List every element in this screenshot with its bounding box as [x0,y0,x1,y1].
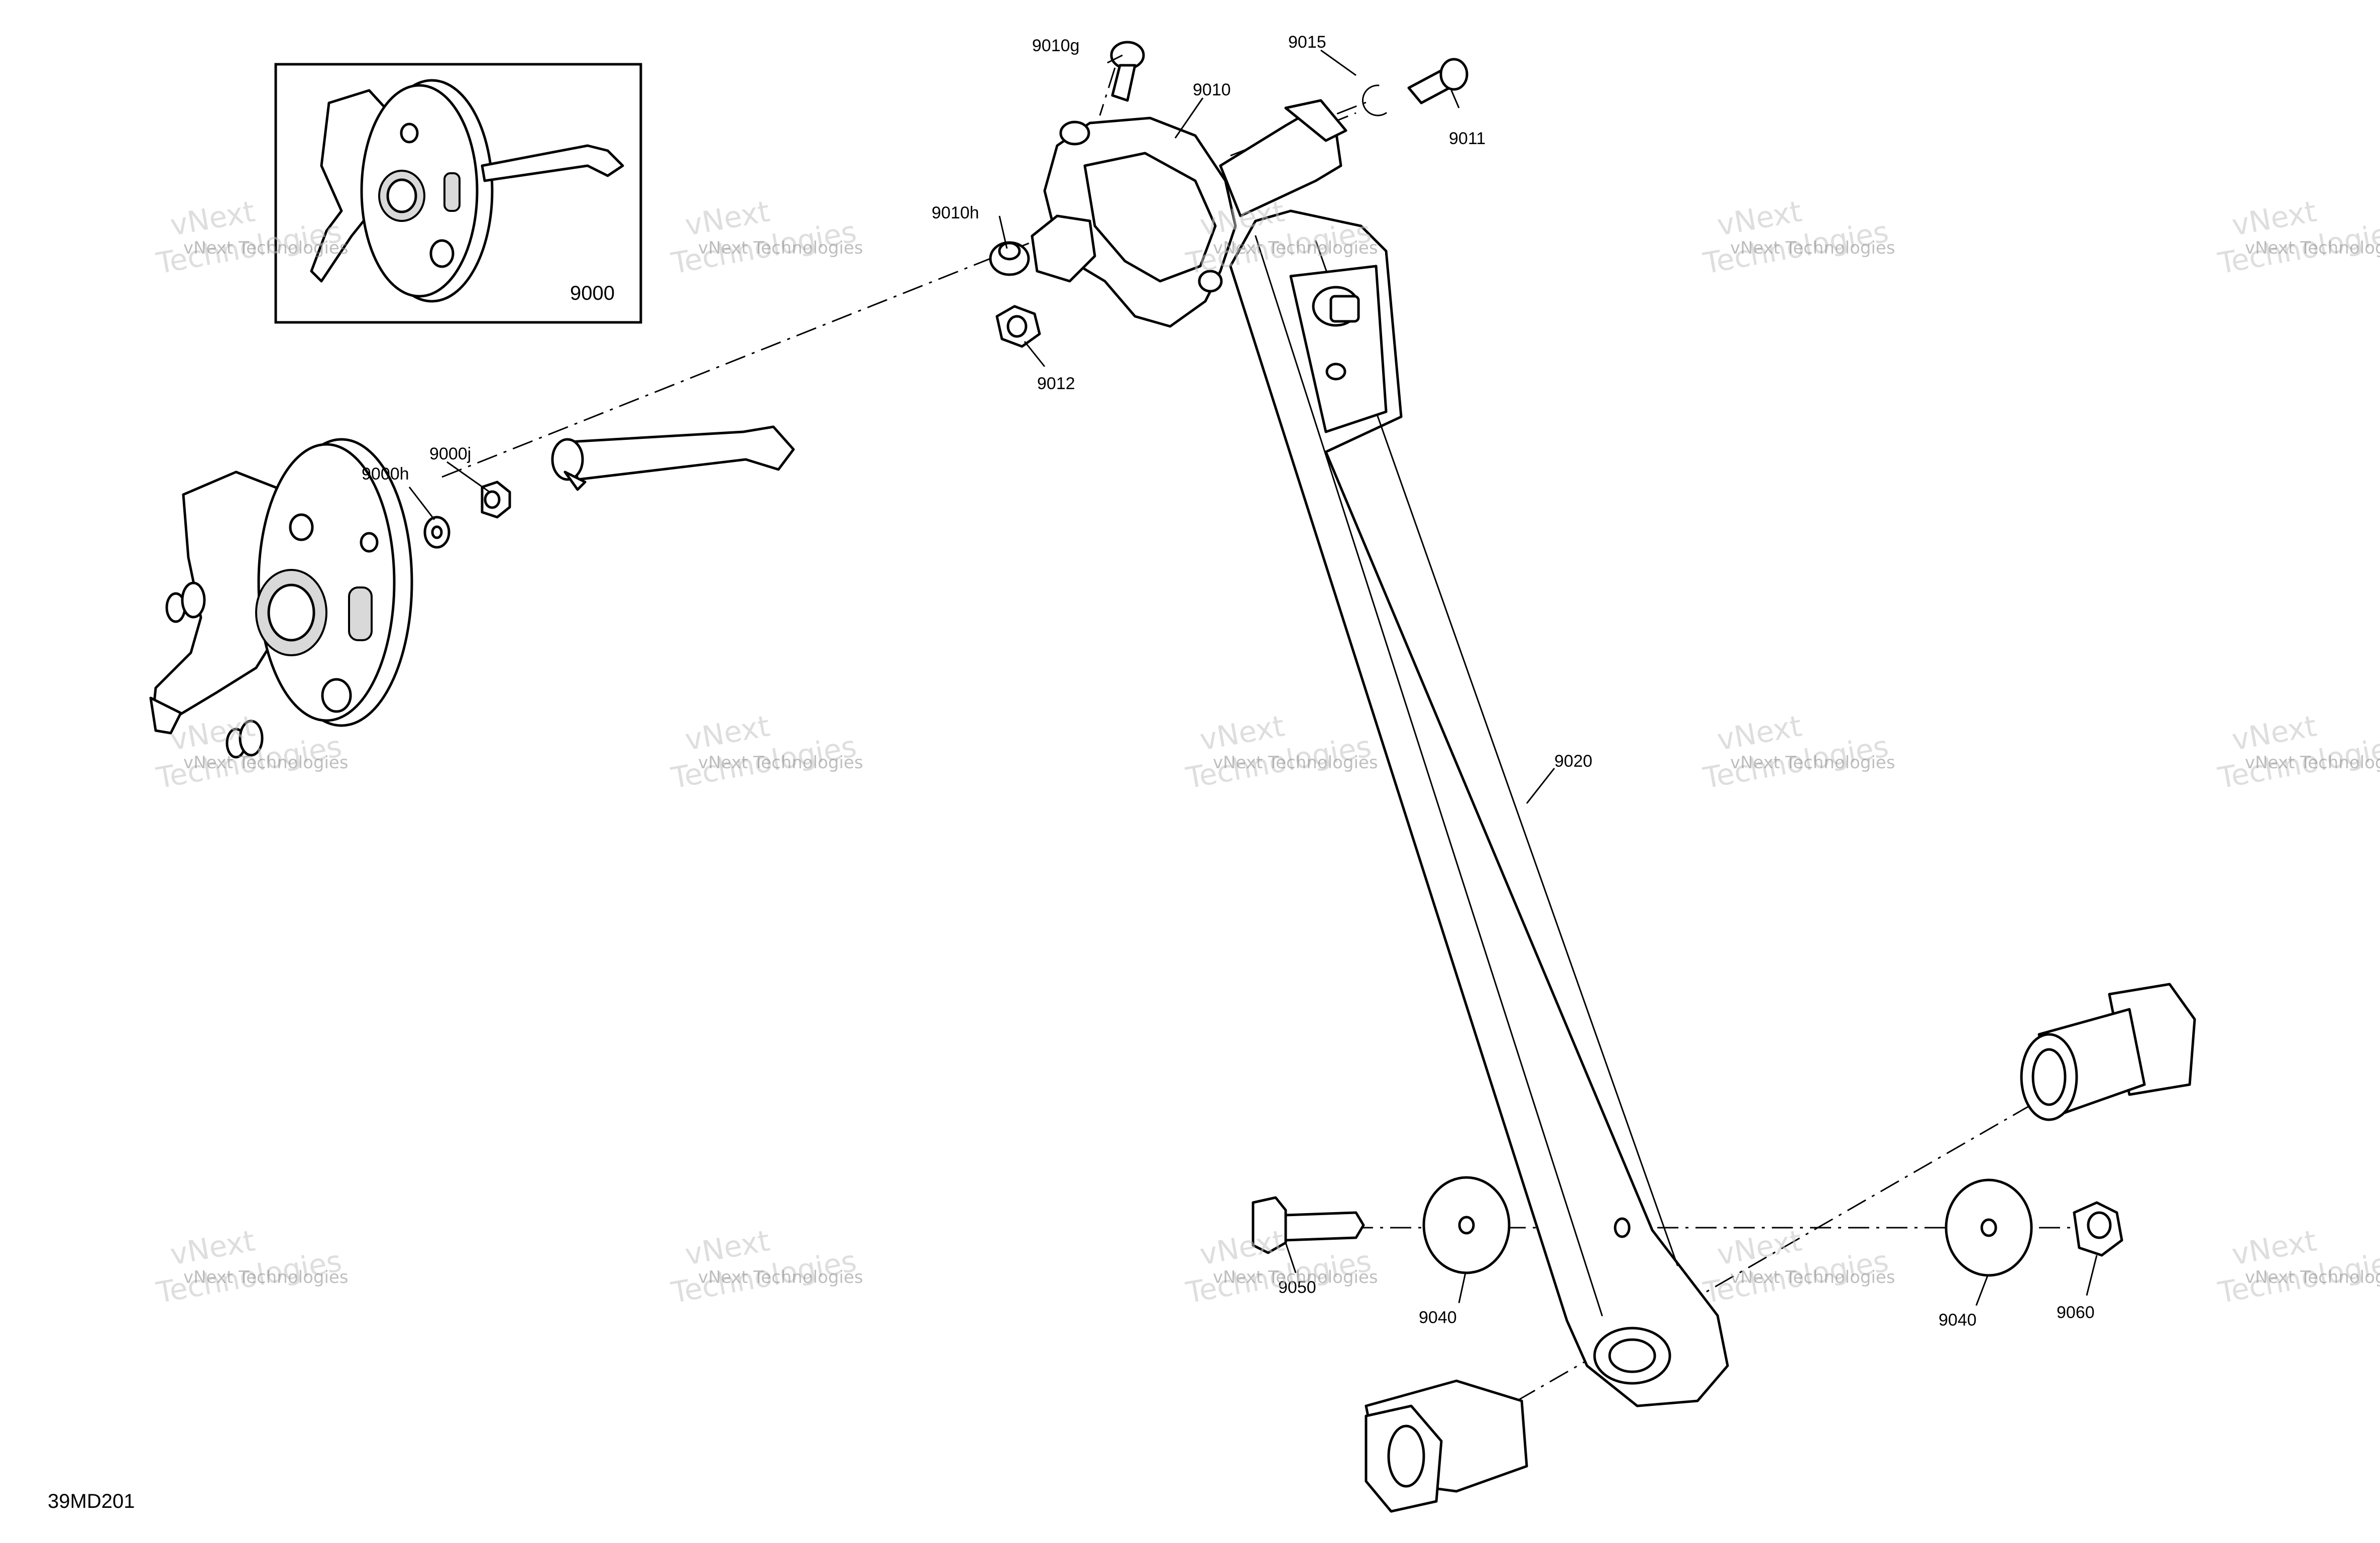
nut-9012 [995,305,1041,348]
bolt-9050 [1252,1196,1365,1254]
svg-text:vNext Technologies: vNext Technologies [183,238,349,258]
plug-9010h [989,241,1030,276]
svg-text:vNext Technologies: vNext Technologies [1730,753,1895,773]
link-rod [551,425,795,491]
gearbox-housing [1031,99,1347,328]
bolt-9010g [1110,41,1145,102]
callout-9020: 9020 [1554,752,1593,771]
svg-text:vNext Technologies: vNext Technologies [698,753,863,773]
svg-text:vNext Technologies: vNext Technologies [1730,1267,1895,1287]
inset-label: 9000 [570,282,615,304]
bushing-lower-left [1365,1379,1528,1513]
watermark: vNext Technologies vNext Technologies [1701,194,1895,280]
callout-9040-left: 9040 [1419,1308,1457,1327]
svg-text:vNext Technologies: vNext Technologies [1213,1267,1378,1287]
svg-text:vNext Technologies: vNext Technologies [1730,238,1895,258]
watermark: vNext Technologies vNext Technologies [668,194,863,280]
callout-9060: 9060 [2057,1303,2095,1322]
watermark: vNext Technologies vNext Technologies [1701,708,1895,795]
svg-text:vNext Technologies: vNext Technologies [183,1267,349,1287]
callout-9040-right: 9040 [1939,1311,1977,1330]
watermark: vNext Technologies vNext Technologies [668,1223,863,1310]
svg-text:vNext Technologies: vNext Technologies [2245,238,2380,258]
watermark: vNext Technologies vNext Technologies [2215,708,2380,795]
svg-text:vNext Technologies: vNext Technologies [1213,238,1378,258]
watermark: vNext Technologies vNext Technologies [2215,1223,2380,1310]
watermark: vNext Technologies vNext Technologies [1701,1223,1895,1310]
callout-9010h: 9010h [932,203,979,222]
callouts: 9010g 9010 9015 9011 9010h 9012 9000j 90… [362,33,2095,1330]
leader-lines [408,49,2098,1306]
callout-9010: 9010 [1193,80,1231,99]
svg-text:vNext Technologies: vNext Technologies [698,1267,863,1287]
pin-9011 [1407,58,1468,104]
svg-text:vNext Technologies: vNext Technologies [2245,1267,2380,1287]
callout-9011: 9011 [1449,129,1486,148]
washer-9040-right [1945,1178,2033,1277]
watermark: vNext Technologies vNext Technologies [1183,708,1378,795]
pulley-assembly [149,438,413,759]
callout-9050: 9050 [1278,1278,1316,1297]
callout-9015: 9015 [1288,33,1326,52]
inset-pulley-assembly [310,79,624,303]
svg-text:vNext Technologies: vNext Technologies [698,238,863,258]
main-arm-9020 [1229,209,1729,1407]
watermark: vNext Technologies vNext Technologies [2215,194,2380,280]
callout-9012: 9012 [1037,374,1075,393]
washer-9000h [423,516,450,549]
watermark: vNext Technologies vNext Technologies [1183,194,1378,280]
nut-9000j [481,481,511,519]
washer-9040-left [1422,1176,1511,1274]
inset-assembly-9000: 9000 [274,63,642,324]
circlip-9015 [1362,84,1387,116]
reference-code: 39MD201 [48,1490,135,1512]
svg-text:vNext Technologies: vNext Technologies [2245,753,2380,773]
watermark: vNext Technologies vNext Technologies [154,1223,349,1310]
callout-9010g: 9010g [1032,36,1080,55]
bushing-upper-right [2020,983,2196,1121]
svg-text:vNext Technologies: vNext Technologies [1213,753,1378,773]
callout-9000j: 9000j [429,444,471,463]
svg-text:vNext Technologies: vNext Technologies [183,753,349,773]
nut-9060 [2073,1201,2123,1257]
watermark: vNext Technologies vNext Technologies [668,708,863,795]
callout-9000h: 9000h [362,464,409,484]
